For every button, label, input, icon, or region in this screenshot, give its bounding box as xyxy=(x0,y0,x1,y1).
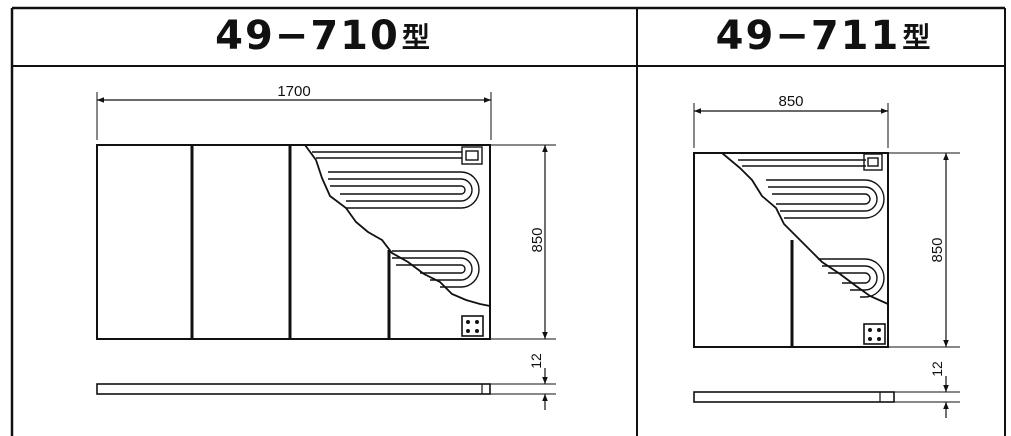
height-label: 850 xyxy=(529,227,546,252)
model-number: 49−710 xyxy=(215,13,400,59)
width-label: 1700 xyxy=(277,83,310,100)
cutaway-edge xyxy=(304,144,491,307)
connector-box xyxy=(461,315,484,337)
heating-pipe xyxy=(312,151,480,288)
heating-pipe xyxy=(738,159,885,298)
pipe-header-box xyxy=(461,146,483,165)
width-dimension xyxy=(96,92,492,140)
width-dimension xyxy=(693,103,889,148)
height-dimension xyxy=(490,144,556,340)
cutaway-edge xyxy=(721,152,889,305)
panel-title-49-710: 49−710 型 xyxy=(12,8,635,64)
side-profile xyxy=(693,376,960,418)
panel-outline xyxy=(96,144,491,340)
width-label: 850 xyxy=(778,93,803,110)
thickness-label: 12 xyxy=(929,361,945,377)
thickness-label: 12 xyxy=(528,353,544,369)
drawing-49-710 xyxy=(96,92,556,410)
connector-box xyxy=(863,323,886,345)
height-dimension xyxy=(888,152,960,348)
height-label: 850 xyxy=(929,237,946,262)
panel-title-49-711: 49−711 型 xyxy=(640,8,1008,64)
pipe-header-box xyxy=(863,153,883,171)
side-profile xyxy=(96,368,556,410)
table-frame xyxy=(10,6,1006,436)
drawing-49-711 xyxy=(693,103,960,418)
model-number: 49−711 xyxy=(715,13,901,59)
model-suffix: 型 xyxy=(902,21,933,54)
model-suffix: 型 xyxy=(401,21,432,54)
